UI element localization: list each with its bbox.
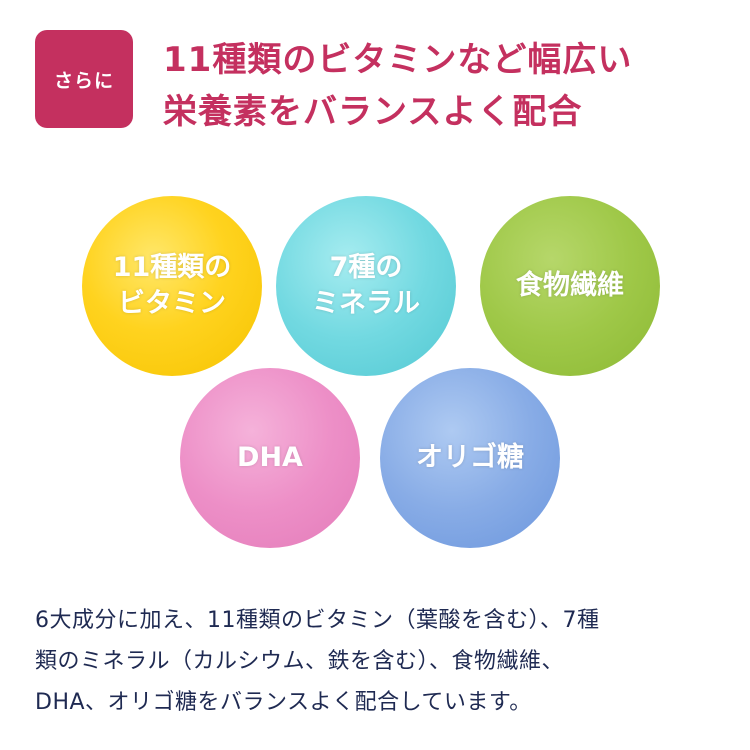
vitamin-circle-line-2: ビタミン [118, 288, 226, 319]
headline-line-1: 11種類のビタミンなど幅広い [163, 40, 633, 80]
oligosaccharide-circle: オリゴ糖 [380, 368, 560, 548]
description-line-3: DHA、オリゴ糖をバランスよく配合しています。 [35, 690, 532, 715]
description-line-1: 6大成分に加え、11種類のビタミン（葉酸を含む）、7種 [35, 608, 600, 633]
sarani-badge: さらに [35, 30, 133, 128]
headline: 11種類のビタミンなど幅広い 栄養素をバランスよく配合 [163, 34, 723, 138]
vitamin-circle: 11種類の ビタミン [82, 196, 262, 376]
dha-circle-label: DHA [237, 442, 303, 473]
badge-label: さらに [53, 69, 114, 92]
headline-line-2: 栄養素をバランスよく配合 [163, 92, 583, 132]
description-line-2: 類のミネラル（カルシウム、鉄を含む）、食物繊維、 [35, 649, 565, 674]
mineral-circle-line-2: ミネラル [312, 288, 420, 319]
mineral-circle-line-1: 7種の [329, 252, 403, 283]
fiber-circle-label: 食物繊維 [516, 270, 624, 301]
dha-circle: DHA [180, 368, 360, 548]
oligosaccharide-circle-label: オリゴ糖 [416, 442, 524, 473]
vitamin-circle-line-1: 11種類の [112, 252, 232, 283]
mineral-circle: 7種の ミネラル [276, 196, 456, 376]
description-text: 6大成分に加え、11種類のビタミン（葉酸を含む）、7種 類のミネラル（カルシウム… [35, 600, 720, 723]
fiber-circle: 食物繊維 [480, 196, 660, 376]
